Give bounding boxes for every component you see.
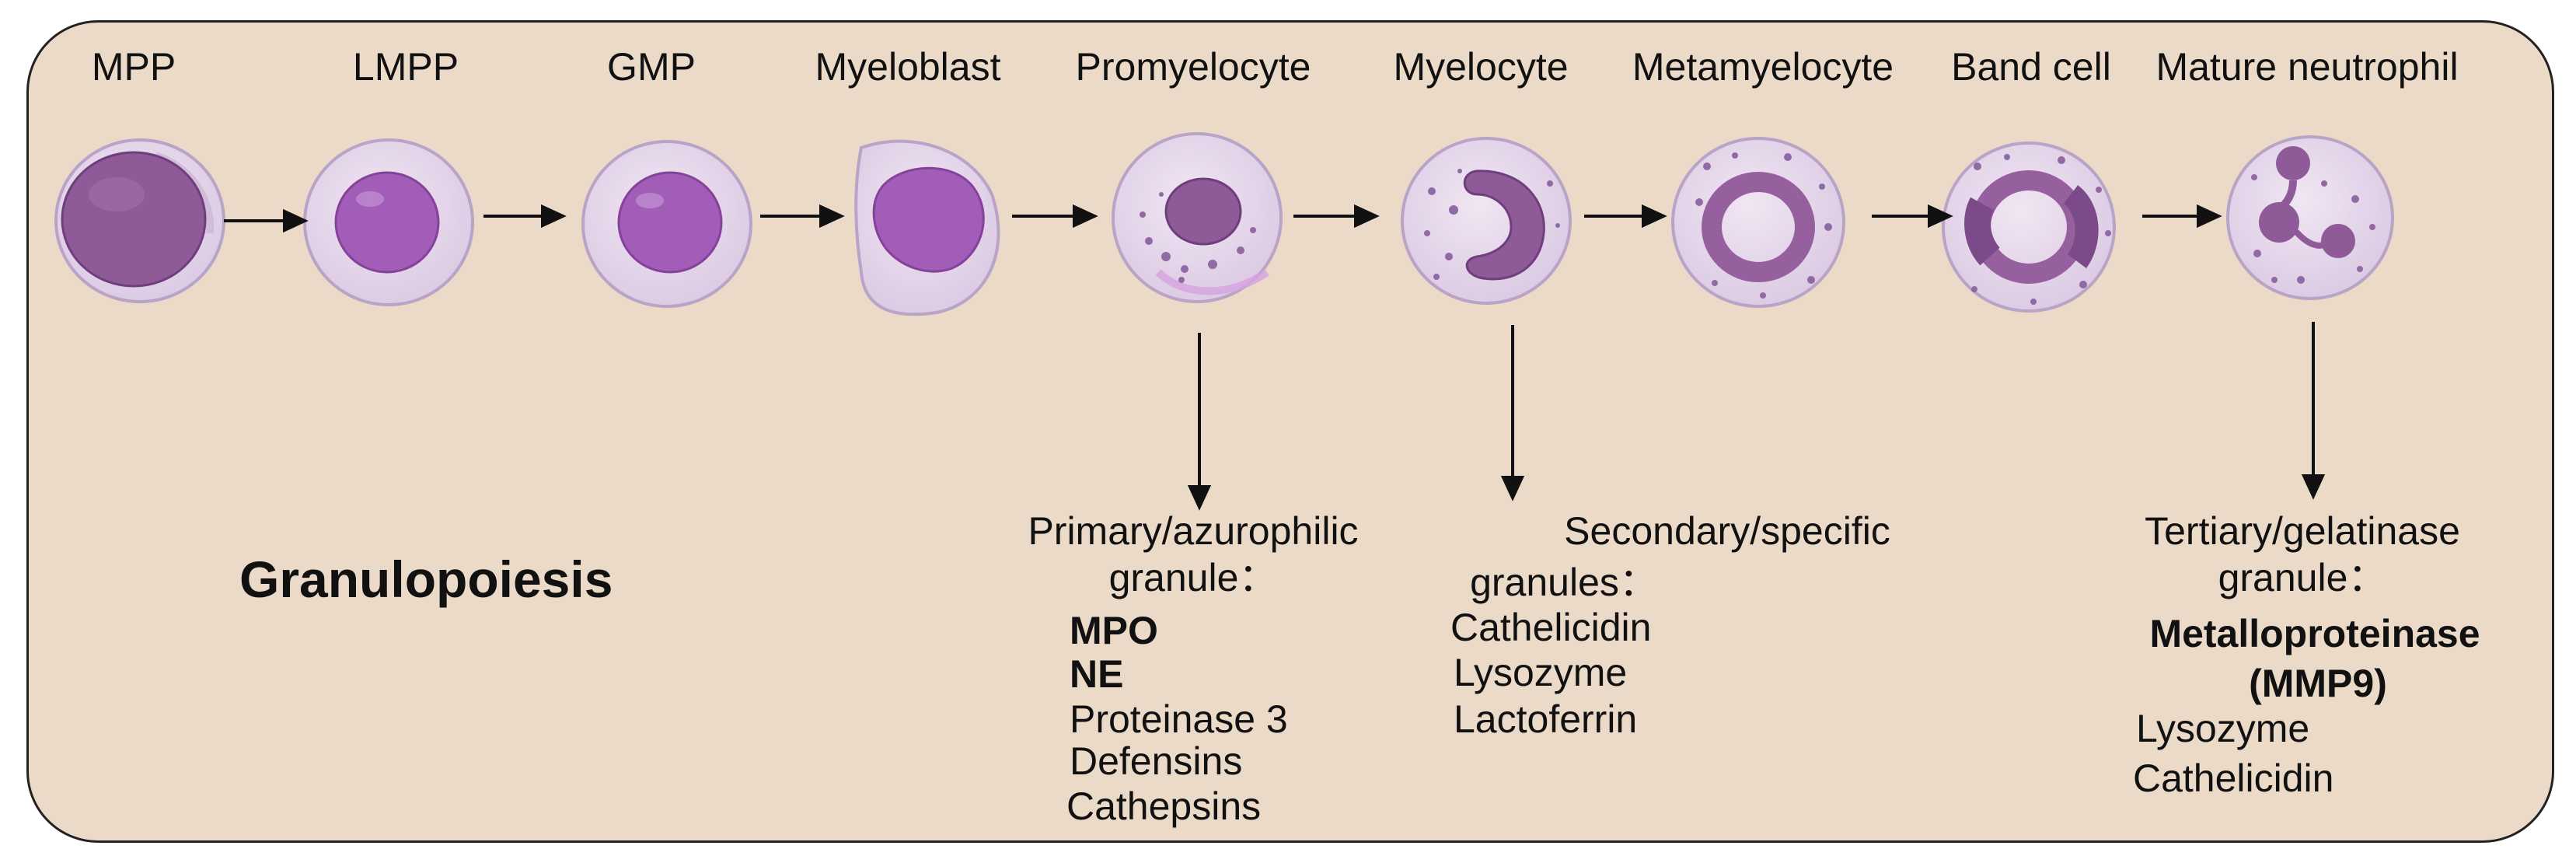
tertiary-heading-line2: granule： [2218, 556, 2387, 599]
tertiary-item-cathelicidin: Cathelicidin [2133, 756, 2333, 800]
stage-label-mature-neutrophil: Mature neutrophil [2155, 45, 2458, 89]
tertiary-item-lysozyme: Lysozyme [2136, 707, 2309, 750]
stage-label-metamyelocyte: Metamyelocyte [1632, 45, 1894, 89]
gmp-cell-icon [581, 140, 752, 308]
tertiary-heading-line1: Tertiary/gelatinase [2145, 509, 2460, 553]
secondary-granule-group: Secondary/specific granules： Cathelicidi… [1450, 509, 1890, 741]
myeloblast-cell-icon [854, 139, 1000, 316]
tertiary-item-metalloproteinase: Metalloproteinase [2149, 612, 2480, 655]
promyelocyte-cell-icon [1112, 132, 1283, 303]
secondary-item-lysozyme: Lysozyme [1454, 651, 1627, 694]
diagram-panel [26, 20, 2554, 843]
primary-item-mpo: MPO [1070, 609, 1158, 652]
mpp-cell-icon [54, 138, 225, 303]
stage-label-myelocyte: Myelocyte [1393, 45, 1568, 89]
myelocyte-cell-icon [1401, 137, 1572, 305]
stage-label-band-cell: Band cell [1951, 45, 2111, 89]
band-cell-icon [1942, 142, 2116, 313]
lmpp-cell-icon [303, 138, 474, 306]
secondary-heading-line2: granules： [1470, 561, 1658, 604]
secondary-item-cathelicidin: Cathelicidin [1450, 606, 1651, 649]
stage-label-lmpp: LMPP [353, 45, 459, 89]
primary-heading-line2: granule： [1109, 556, 1278, 599]
primary-item-proteinase3: Proteinase 3 [1070, 697, 1288, 741]
vertical-arrows [1187, 322, 2326, 511]
stage-label-promyelocyte: Promyelocyte [1076, 45, 1311, 89]
primary-heading-line1: Primary/azurophilic [1028, 509, 1358, 553]
stage-label-gmp: GMP [607, 45, 696, 89]
metamyelocyte-cell-icon [1671, 137, 1845, 308]
tertiary-granule-group: Tertiary/gelatinase granule： Metalloprot… [2133, 509, 2480, 800]
secondary-item-lactoferrin: Lactoferrin [1454, 697, 1637, 741]
tertiary-item-mmp9: (MMP9) [2249, 662, 2387, 705]
stage-label-myeloblast: Myeloblast [815, 45, 1001, 89]
primary-granule-group: Primary/azurophilic granule： MPO NE Prot… [1028, 509, 1358, 828]
stage-label-mpp: MPP [92, 45, 176, 89]
horizontal-arrows [224, 204, 2222, 233]
primary-item-cathepsins: Cathepsins [1066, 784, 1261, 828]
secondary-heading-line1: Secondary/specific [1564, 509, 1890, 553]
diagram-title: Granulopoiesis [239, 550, 613, 608]
mature-neutrophil-cell-icon [2226, 135, 2394, 300]
primary-item-defensins: Defensins [1070, 739, 1242, 783]
primary-item-ne: NE [1070, 652, 1123, 696]
